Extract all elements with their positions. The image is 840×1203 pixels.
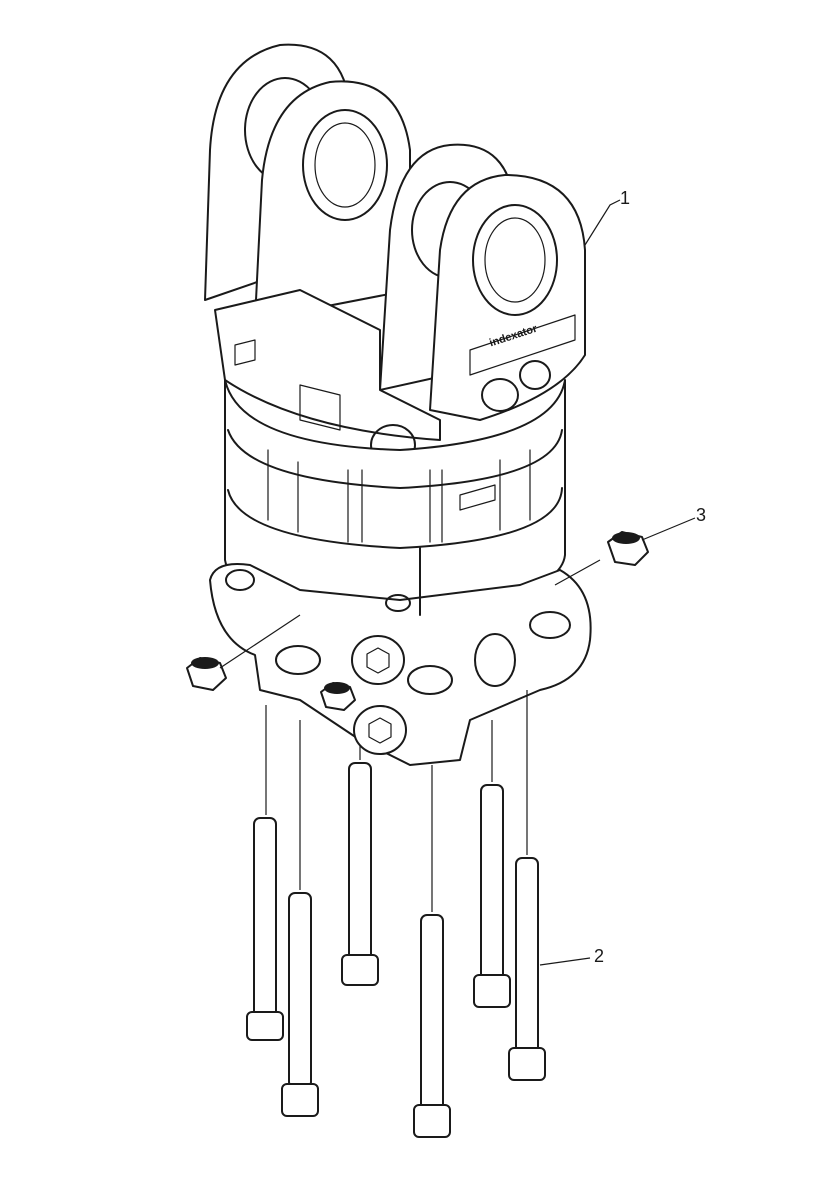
nut-left <box>186 657 227 691</box>
hex-plug-upper <box>351 635 405 685</box>
leader-line-3 <box>554 517 696 586</box>
leader-line-3b <box>219 614 301 669</box>
callout-1: 1 <box>620 188 631 208</box>
bolt-4 <box>413 765 451 1138</box>
bolt-6 <box>508 690 546 1081</box>
rotator-flange <box>209 547 592 766</box>
bolt-1 <box>246 705 284 1041</box>
bolt-2 <box>281 720 319 1117</box>
nut-center <box>320 682 356 711</box>
callout-3: 3 <box>696 505 707 525</box>
leader-line-2 <box>539 957 591 966</box>
rotator-yoke <box>204 43 586 466</box>
hex-plug-lower <box>353 705 407 755</box>
bolt-3 <box>341 745 379 986</box>
nut-right <box>607 531 649 566</box>
leader-line-1 <box>584 199 621 246</box>
callout-2: 2 <box>594 946 605 966</box>
bolt-5 <box>473 720 511 1008</box>
